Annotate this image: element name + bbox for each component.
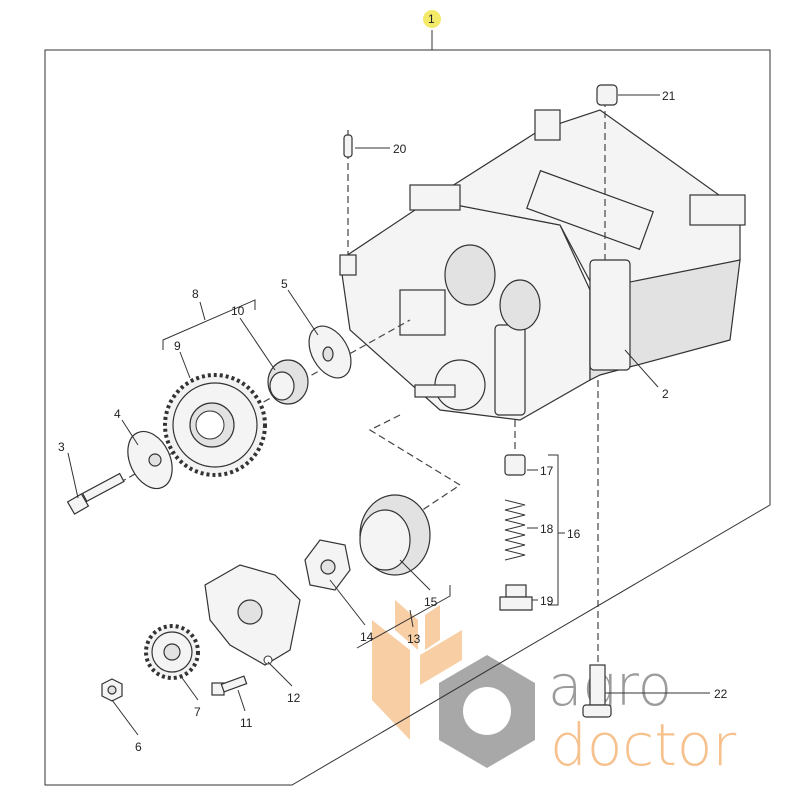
callout-9: 9 bbox=[174, 339, 181, 353]
callout-3: 3 bbox=[58, 440, 65, 454]
washer-part-4 bbox=[127, 430, 173, 490]
callout-18: 18 bbox=[540, 522, 554, 536]
callout-22: 22 bbox=[714, 687, 728, 701]
callout-15: 15 bbox=[424, 595, 438, 609]
callout-10: 10 bbox=[231, 304, 245, 318]
callout-16: 16 bbox=[567, 527, 581, 541]
gear-part-9 bbox=[163, 373, 267, 477]
bracket-16 bbox=[548, 454, 559, 606]
bolt-part-3 bbox=[66, 472, 125, 515]
bolt-part-22 bbox=[582, 664, 612, 718]
drive-gear-part-7 bbox=[144, 624, 200, 680]
bushing-part-21 bbox=[596, 84, 618, 106]
callout-1: 1 bbox=[428, 12, 435, 26]
hex-nut-logo-icon bbox=[439, 655, 535, 768]
agro-doctor-logo: agro doctor bbox=[372, 600, 736, 779]
cover-plate-part-12 bbox=[204, 564, 301, 666]
assembly-frame bbox=[44, 49, 771, 786]
nut-part-6 bbox=[101, 678, 123, 702]
outer-rotor-part-15 bbox=[359, 494, 431, 576]
plug-part-19 bbox=[499, 584, 533, 611]
callout-4: 4 bbox=[114, 407, 121, 421]
leader-lines bbox=[67, 94, 710, 736]
bracket-14-15 bbox=[356, 585, 451, 649]
bolt-part-11 bbox=[211, 675, 248, 696]
pin-part-20 bbox=[343, 134, 353, 158]
callout-14: 14 bbox=[360, 630, 374, 644]
callout-2: 2 bbox=[662, 387, 669, 401]
thrust-washer-part-5 bbox=[308, 325, 352, 379]
logo-text-doctor: doctor bbox=[550, 711, 736, 779]
callout-12: 12 bbox=[287, 691, 301, 705]
callout-11: 11 bbox=[240, 716, 253, 730]
callout-19: 19 bbox=[540, 594, 554, 608]
plunger-part-17 bbox=[504, 454, 526, 476]
inner-rotor-part-14 bbox=[304, 539, 351, 591]
spring-part-18 bbox=[504, 499, 526, 561]
callout-20: 20 bbox=[393, 142, 407, 156]
wheat-logo-icon bbox=[372, 600, 462, 740]
callout-5: 5 bbox=[281, 277, 288, 291]
callout-8: 8 bbox=[192, 287, 199, 301]
callout-17: 17 bbox=[540, 464, 554, 478]
callout-21: 21 bbox=[662, 89, 676, 103]
callout-6: 6 bbox=[135, 740, 142, 754]
bracket-8 bbox=[162, 299, 256, 350]
dowel-housing bbox=[339, 254, 357, 276]
callout-7: 7 bbox=[194, 705, 201, 719]
callout-13: 13 bbox=[407, 632, 421, 646]
housing-part-2 bbox=[339, 109, 746, 421]
callout-1-highlight bbox=[423, 10, 441, 28]
bearing-part-10 bbox=[267, 359, 309, 405]
